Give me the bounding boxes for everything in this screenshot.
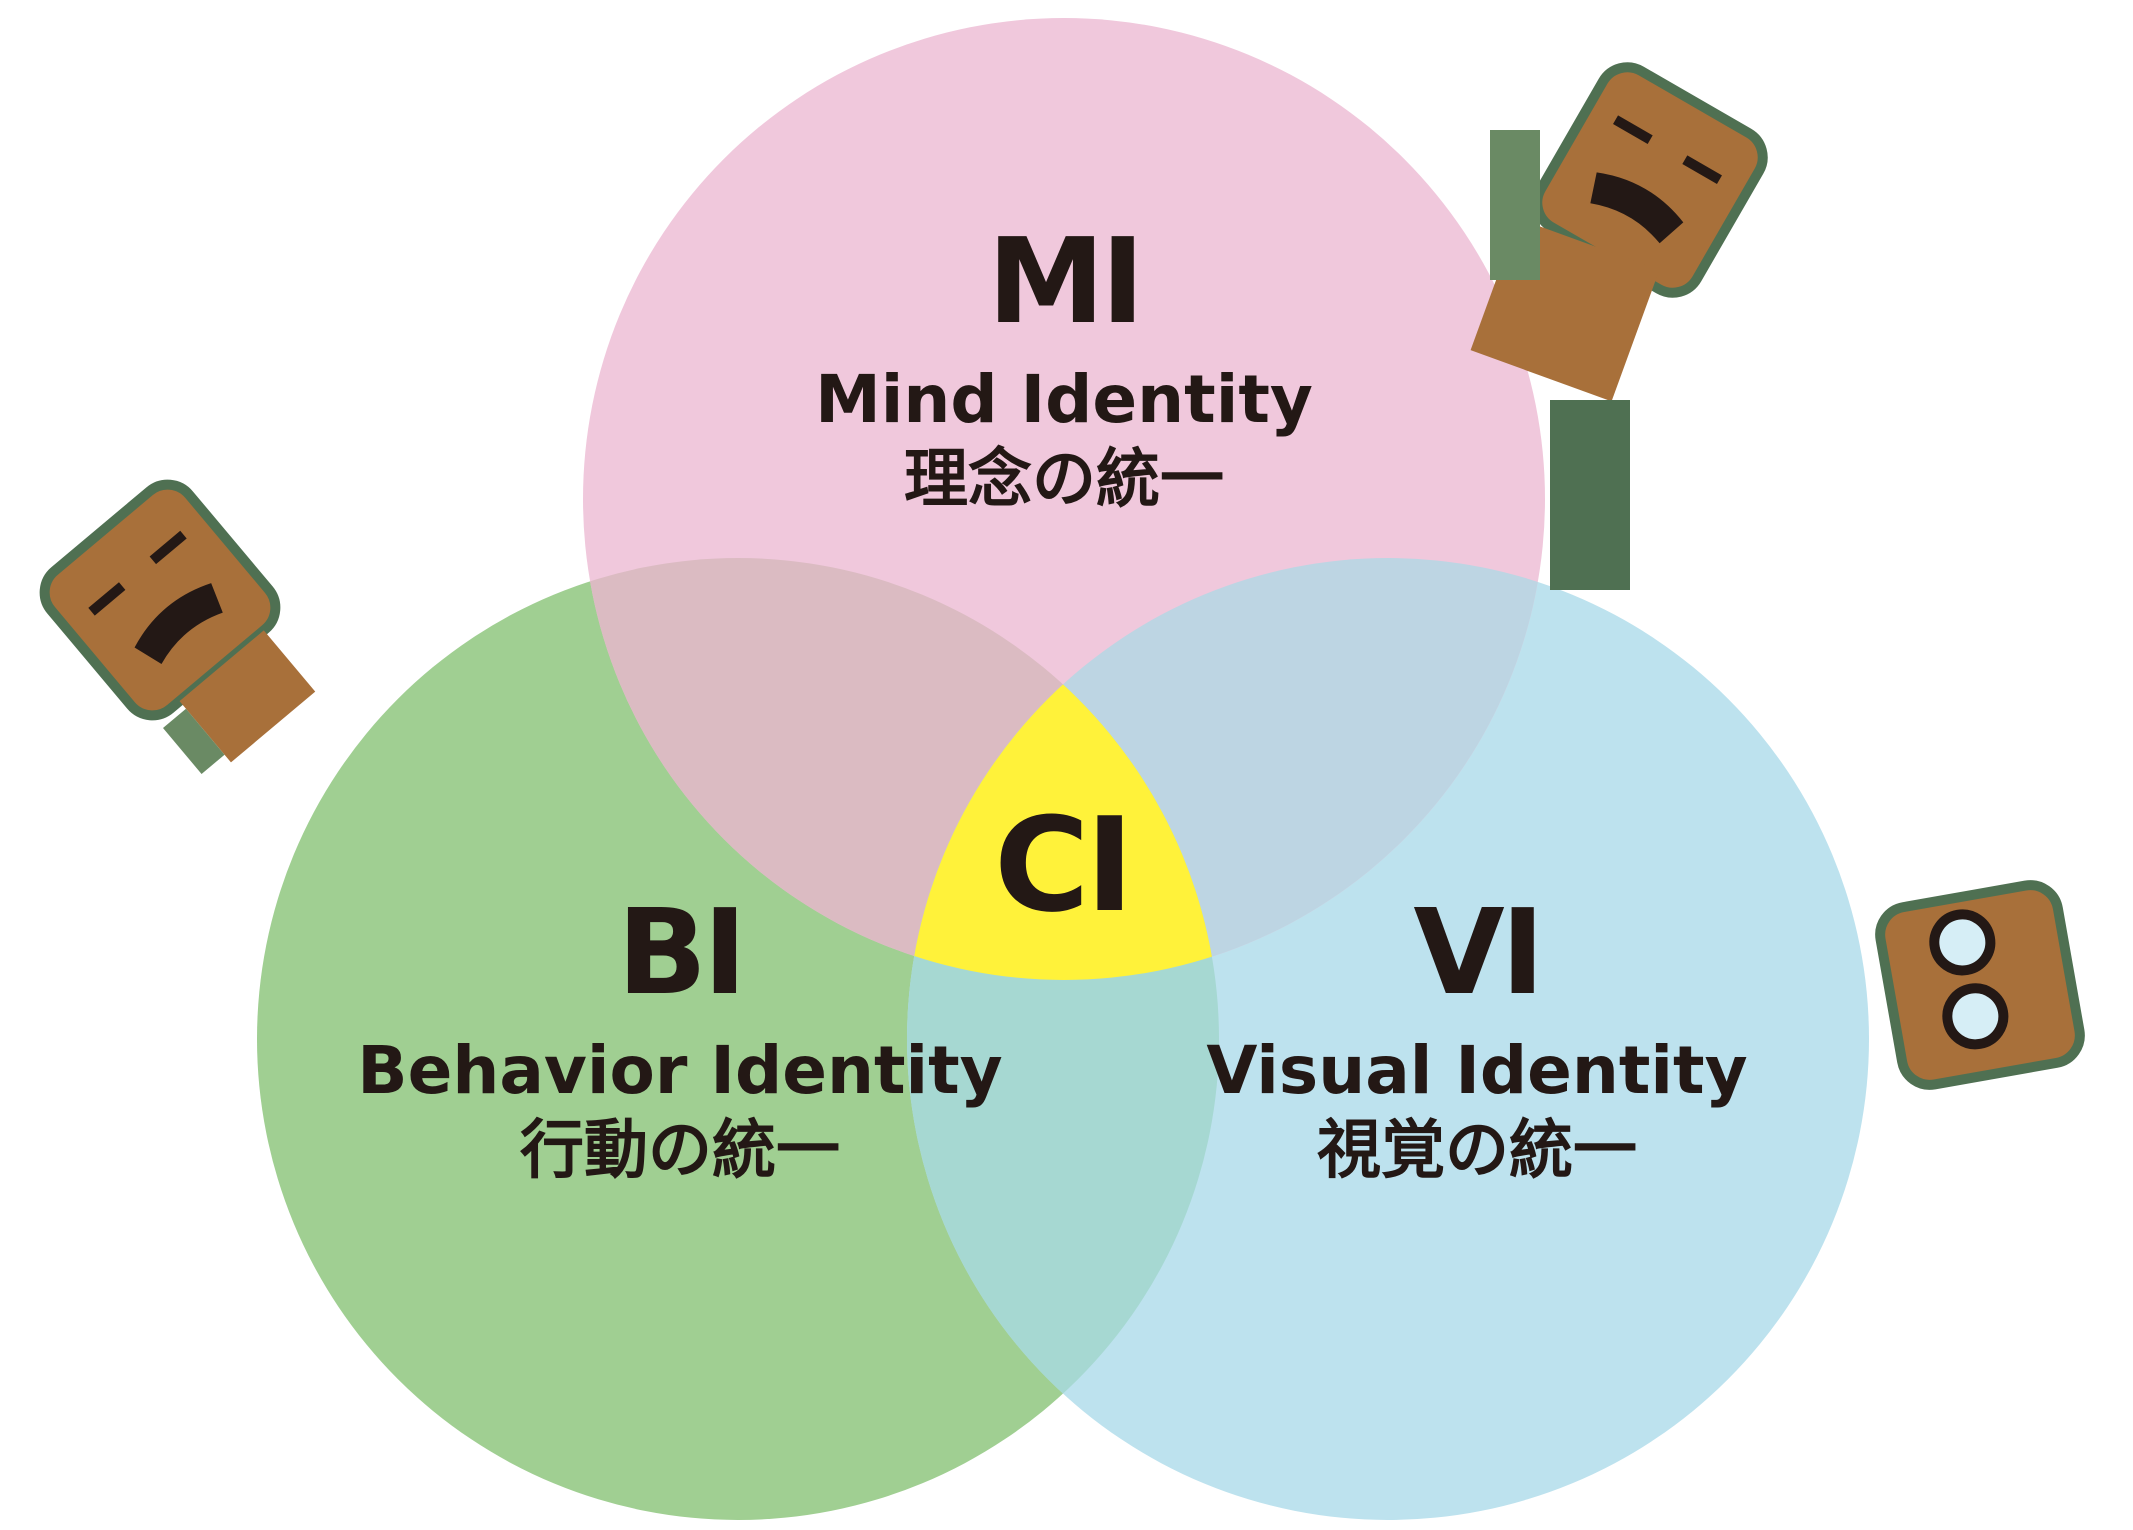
character-body-top-right xyxy=(1470,130,1660,590)
ci-abbr: CI xyxy=(994,789,1134,941)
vi-label: VI Visual Identity 視覚の統一 xyxy=(1206,893,1747,1193)
bi-english: Behavior Identity xyxy=(357,1032,1003,1109)
character-left-illustration xyxy=(39,479,316,774)
bi-abbr: BI xyxy=(617,883,747,1021)
character-right-binoculars-illustration xyxy=(1875,880,2085,1090)
mi-abbr: MI xyxy=(987,212,1144,350)
mi-english: Mind Identity xyxy=(815,361,1313,438)
overlap-ci xyxy=(907,558,1219,980)
mi-label: MI Mind Identity 理念の統一 xyxy=(815,222,1313,522)
vi-japanese: 視覚の統一 xyxy=(1317,1114,1637,1189)
bi-label: BI Behavior Identity 行動の統一 xyxy=(357,893,1002,1193)
vi-abbr: VI xyxy=(1413,883,1544,1021)
bi-japanese: 行動の統一 xyxy=(520,1114,840,1189)
ci-label: CI xyxy=(994,789,1134,941)
vi-english: Visual Identity xyxy=(1206,1032,1748,1109)
mi-japanese: 理念の統一 xyxy=(904,443,1224,518)
